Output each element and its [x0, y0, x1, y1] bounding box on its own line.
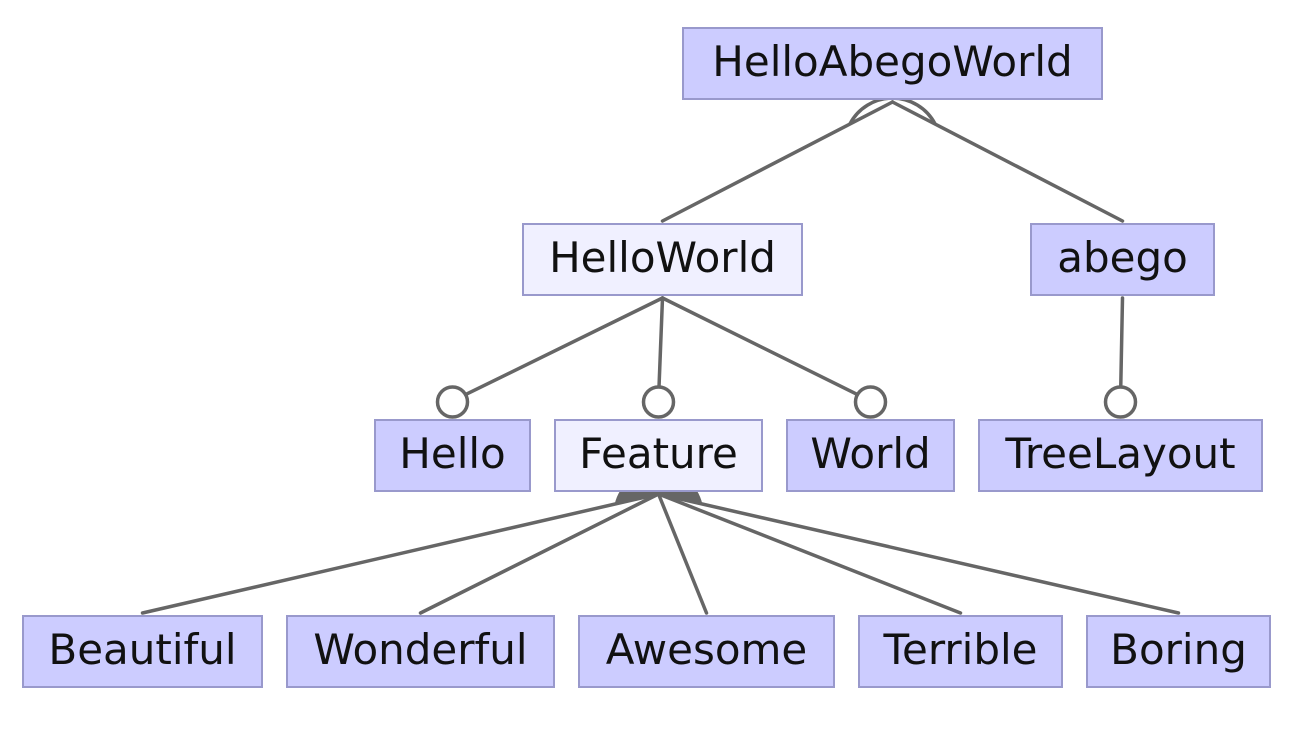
feature-box — [682, 27, 1103, 100]
feature-node-hello[interactable]: Hello — [374, 419, 531, 492]
edge-feature-beautiful — [140, 492, 661, 615]
feature-node-abego[interactable]: abego — [1030, 223, 1215, 296]
edge-root-abego — [890, 100, 1125, 223]
feature-node-wonderful[interactable]: Wonderful — [286, 615, 555, 688]
feature-box — [286, 615, 555, 688]
feature-label: Beautiful — [48, 625, 236, 674]
feature-node-root[interactable]: HelloAbegoWorld — [682, 27, 1103, 100]
edge-feature-boring — [656, 492, 1181, 615]
edge-abego-treelayout — [1119, 296, 1125, 389]
feature-box — [578, 615, 835, 688]
feature-node-terrible[interactable]: Terrible — [858, 615, 1063, 688]
feature-box — [22, 615, 263, 688]
feature-label: TreeLayout — [1004, 429, 1235, 478]
feature-label: Boring — [1110, 625, 1247, 674]
edges-layer — [140, 100, 1181, 615]
feature-box — [786, 419, 955, 492]
feature-box — [374, 419, 531, 492]
optional-markers-layer — [435, 385, 1138, 419]
feature-box — [978, 419, 1263, 492]
edge-helloworld-hello — [463, 296, 665, 397]
feature-label: Awesome — [606, 625, 808, 674]
edge-feature-wonderful — [418, 492, 661, 615]
feature-box — [858, 615, 1063, 688]
feature-node-treelayout[interactable]: TreeLayout — [978, 419, 1263, 492]
feature-box — [554, 419, 763, 492]
feature-node-helloworld[interactable]: HelloWorld — [522, 223, 803, 296]
feature-label: Feature — [579, 429, 738, 478]
edge-helloworld-feature — [657, 296, 665, 389]
optional-marker-hello — [435, 385, 470, 419]
feature-label: World — [810, 429, 930, 478]
feature-box — [522, 223, 803, 296]
optional-marker-feature — [641, 385, 676, 419]
feature-label: Terrible — [883, 625, 1038, 674]
feature-node-world[interactable]: World — [786, 419, 955, 492]
feature-label: Wonderful — [313, 625, 527, 674]
feature-node-beautiful[interactable]: Beautiful — [22, 615, 263, 688]
edge-helloworld-world — [660, 296, 860, 397]
edge-feature-awesome — [656, 492, 709, 615]
feature-box — [1086, 615, 1271, 688]
edge-feature-terrible — [656, 492, 963, 615]
feature-label: HelloWorld — [549, 233, 776, 282]
feature-label: Hello — [399, 429, 505, 478]
optional-marker-world — [853, 385, 888, 419]
edge-root-helloworld — [660, 100, 895, 223]
optional-marker-treelayout — [1103, 385, 1138, 419]
feature-label: abego — [1057, 233, 1188, 282]
feature-label: HelloAbegoWorld — [712, 37, 1072, 86]
feature-node-boring[interactable]: Boring — [1086, 615, 1271, 688]
feature-node-feature[interactable]: Feature — [554, 419, 763, 492]
feature-node-awesome[interactable]: Awesome — [578, 615, 835, 688]
feature-box — [1030, 223, 1215, 296]
